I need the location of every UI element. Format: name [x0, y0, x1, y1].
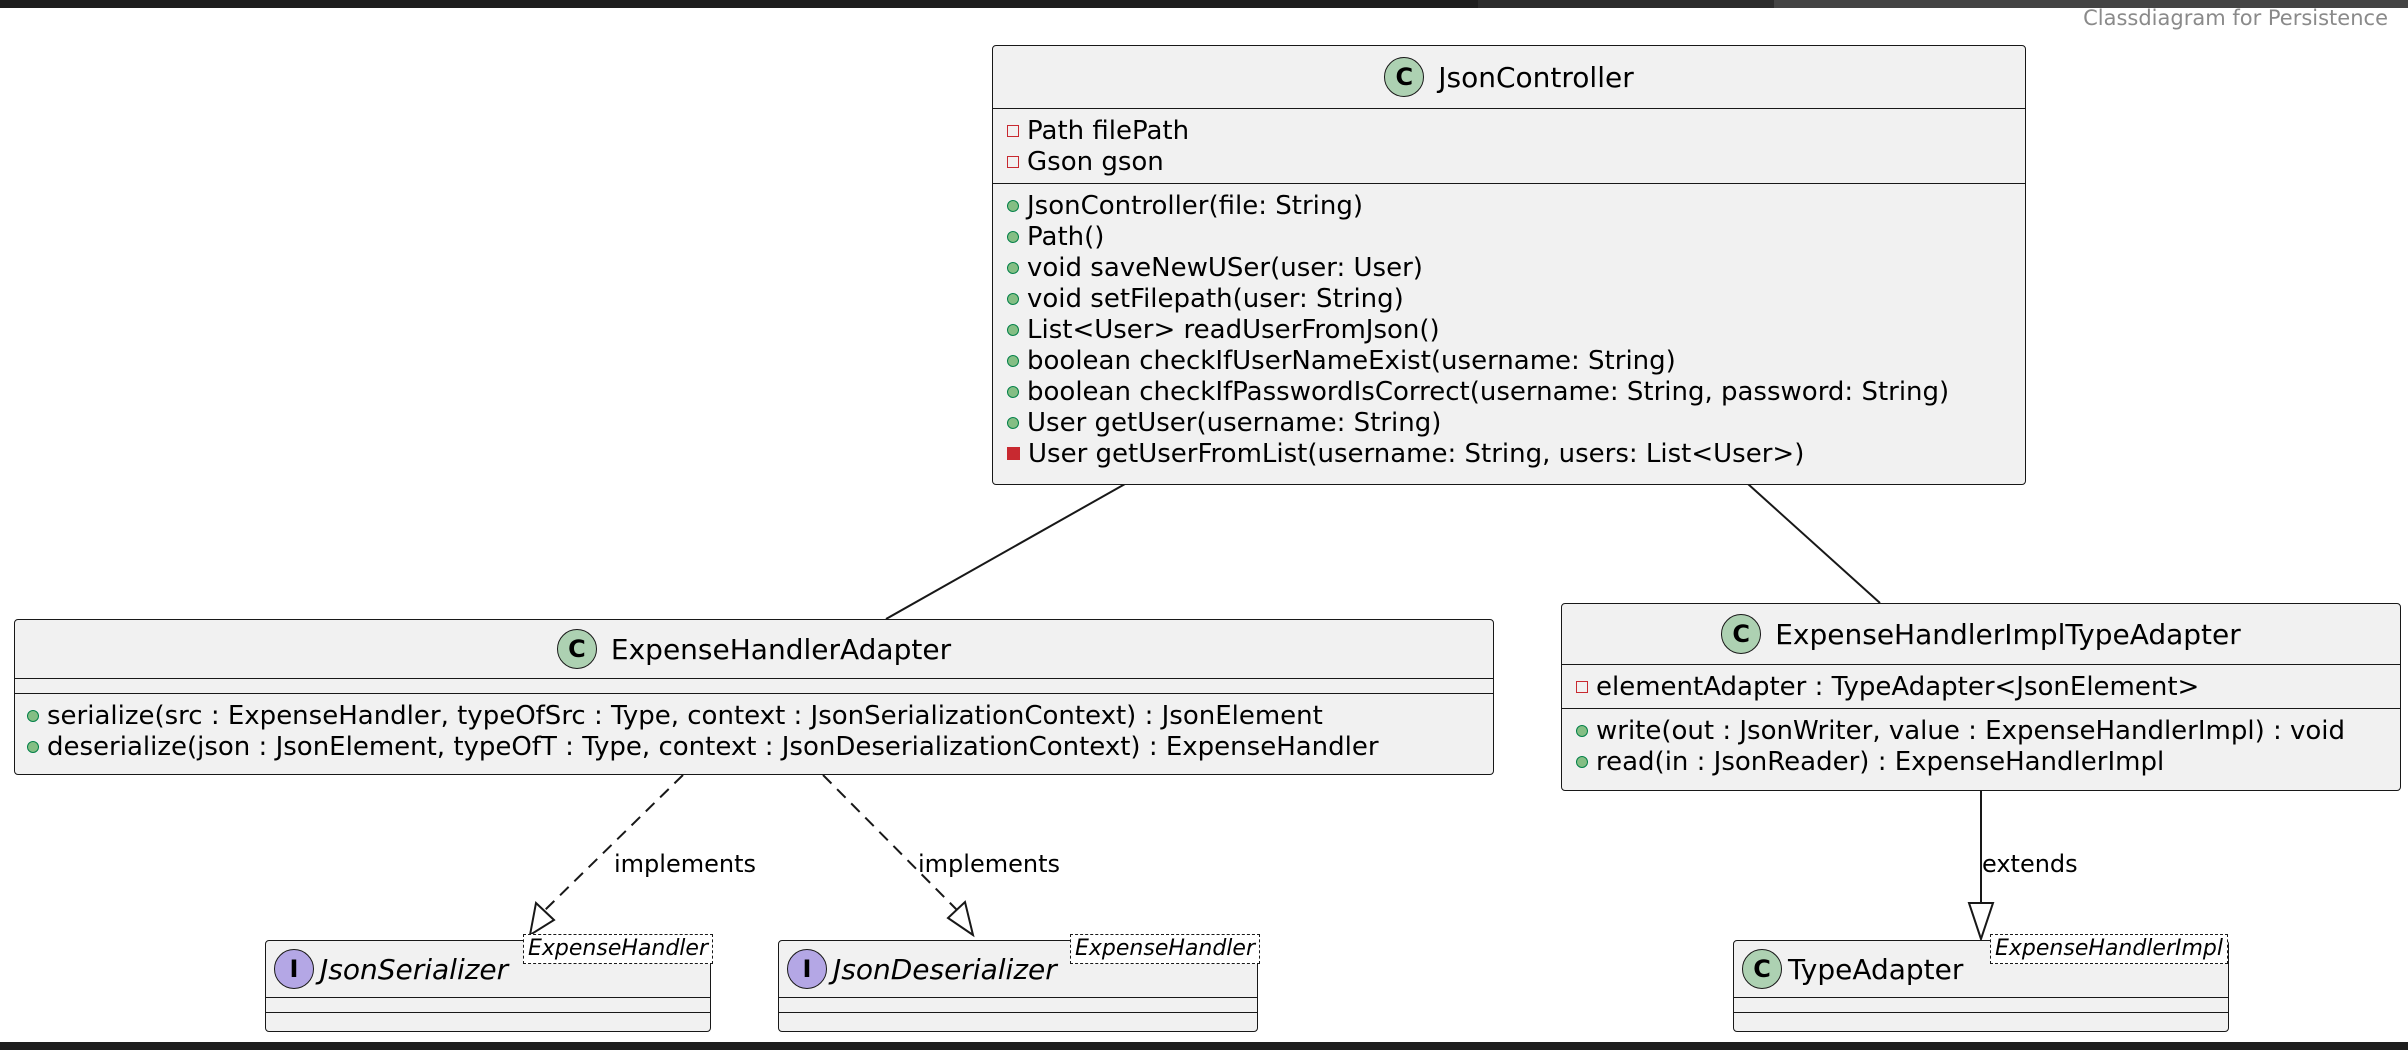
top-bar-segment: [1774, 0, 2408, 8]
class-field: elementAdapter : TypeAdapter<JsonElement…: [1576, 671, 2400, 702]
generic-type-parameter: ExpenseHandler: [1070, 934, 1260, 964]
class-jsoncontroller[interactable]: C JsonController Path filePath Gson gson…: [992, 45, 2026, 485]
class-stereotype-icon: C: [1742, 949, 1782, 989]
class-method: Path(): [1007, 221, 2025, 252]
private-visibility-icon: [1007, 447, 1020, 460]
class-name: JsonController: [1438, 60, 1634, 94]
class-header: I JsonSerializer: [266, 941, 710, 997]
private-visibility-icon: [1007, 124, 1019, 137]
class-name: JsonDeserializer: [833, 952, 1057, 986]
class-method: List<User> readUserFromJson(): [1007, 314, 2025, 345]
implements-arrowhead: [528, 901, 556, 938]
class-method: JsonController(file: String): [1007, 190, 2025, 221]
implements-edge-jsondeserializer: [822, 774, 958, 911]
class-method: boolean checkIfUserNameExist(username: S…: [1007, 345, 2025, 376]
public-visibility-icon: [1007, 416, 1019, 429]
class-methods: JsonController(file: String) Path() void…: [993, 184, 2025, 475]
class-methods: write(out : JsonWriter, value : ExpenseH…: [1562, 709, 2400, 783]
class-method: void setFilepath(user: String): [1007, 283, 2025, 314]
class-header: C JsonController: [993, 46, 2025, 108]
public-visibility-icon: [1007, 354, 1019, 367]
relation-label: implements: [614, 850, 756, 878]
class-method: void saveNewUSer(user: User): [1007, 252, 2025, 283]
class-fields: [15, 679, 1493, 693]
public-visibility-icon: [1007, 292, 1019, 305]
class-method: deserialize(json : JsonElement, typeOfT …: [27, 731, 1493, 762]
public-visibility-icon: [1007, 385, 1019, 398]
class-stereotype-icon: C: [1721, 614, 1762, 654]
association-jsoncontroller-typeadapter: [1747, 483, 1881, 604]
generic-type-parameter: ExpenseHandlerImpl: [1990, 934, 2228, 964]
class-method: serialize(src : ExpenseHandler, typeOfSr…: [27, 700, 1493, 731]
class-stereotype-icon: C: [1384, 57, 1425, 97]
top-bar: [0, 0, 2408, 8]
class-method: boolean checkIfPasswordIsCorrect(usernam…: [1007, 376, 2025, 407]
interface-stereotype-icon: I: [274, 949, 314, 989]
class-method: User getUserFromList(username: String, u…: [1007, 438, 2025, 469]
extends-arrowhead: [1967, 902, 1995, 943]
diagram-caption: Classdiagram for Persistence: [2083, 6, 2388, 30]
class-header: C ExpenseHandlerImplTypeAdapter: [1562, 604, 2400, 664]
public-visibility-icon: [1007, 323, 1019, 336]
class-field: Gson gson: [1007, 146, 2025, 177]
class-header: C ExpenseHandlerAdapter: [15, 620, 1493, 678]
class-fields: elementAdapter : TypeAdapter<JsonElement…: [1562, 665, 2400, 708]
public-visibility-icon: [27, 709, 39, 722]
class-name: ExpenseHandlerImplTypeAdapter: [1775, 617, 2241, 651]
public-visibility-icon: [1007, 230, 1019, 243]
interface-stereotype-icon: I: [787, 949, 827, 989]
class-name: JsonSerializer: [320, 952, 509, 986]
class-expensehandleradapter[interactable]: C ExpenseHandlerAdapter serialize(src : …: [14, 619, 1494, 775]
class-method: read(in : JsonReader) : ExpenseHandlerIm…: [1576, 746, 2400, 777]
class-field: Path filePath: [1007, 115, 2025, 146]
class-method: write(out : JsonWriter, value : ExpenseH…: [1576, 715, 2400, 746]
relation-label: implements: [918, 850, 1060, 878]
public-visibility-icon: [1576, 724, 1588, 737]
class-methods: serialize(src : ExpenseHandler, typeOfSr…: [15, 694, 1493, 768]
class-header: C TypeAdapter: [1734, 941, 2228, 997]
class-method: User getUser(username: String): [1007, 407, 2025, 438]
class-expensehandlerimpltypeadapter[interactable]: C ExpenseHandlerImplTypeAdapter elementA…: [1561, 603, 2401, 791]
implements-edge-jsonserializer: [544, 774, 684, 911]
class-fields: Path filePath Gson gson: [993, 109, 2025, 183]
public-visibility-icon: [27, 740, 39, 753]
top-bar-segment: [1478, 0, 1774, 8]
class-header: I JsonDeserializer: [779, 941, 1257, 997]
interface-jsonserializer[interactable]: I JsonSerializer: [265, 940, 711, 1032]
bottom-bar: [0, 1042, 2408, 1050]
private-visibility-icon: [1576, 680, 1588, 693]
public-visibility-icon: [1007, 199, 1019, 212]
public-visibility-icon: [1576, 755, 1588, 768]
implements-arrowhead: [946, 900, 975, 938]
generic-type-parameter: ExpenseHandler: [523, 934, 713, 964]
public-visibility-icon: [1007, 261, 1019, 274]
association-jsoncontroller-expensehandleradapter: [885, 483, 1126, 620]
class-name: ExpenseHandlerAdapter: [610, 632, 952, 666]
relation-label: extends: [1982, 850, 2078, 878]
private-visibility-icon: [1007, 155, 1019, 168]
class-stereotype-icon: C: [556, 629, 597, 669]
class-name: TypeAdapter: [1788, 952, 1964, 986]
